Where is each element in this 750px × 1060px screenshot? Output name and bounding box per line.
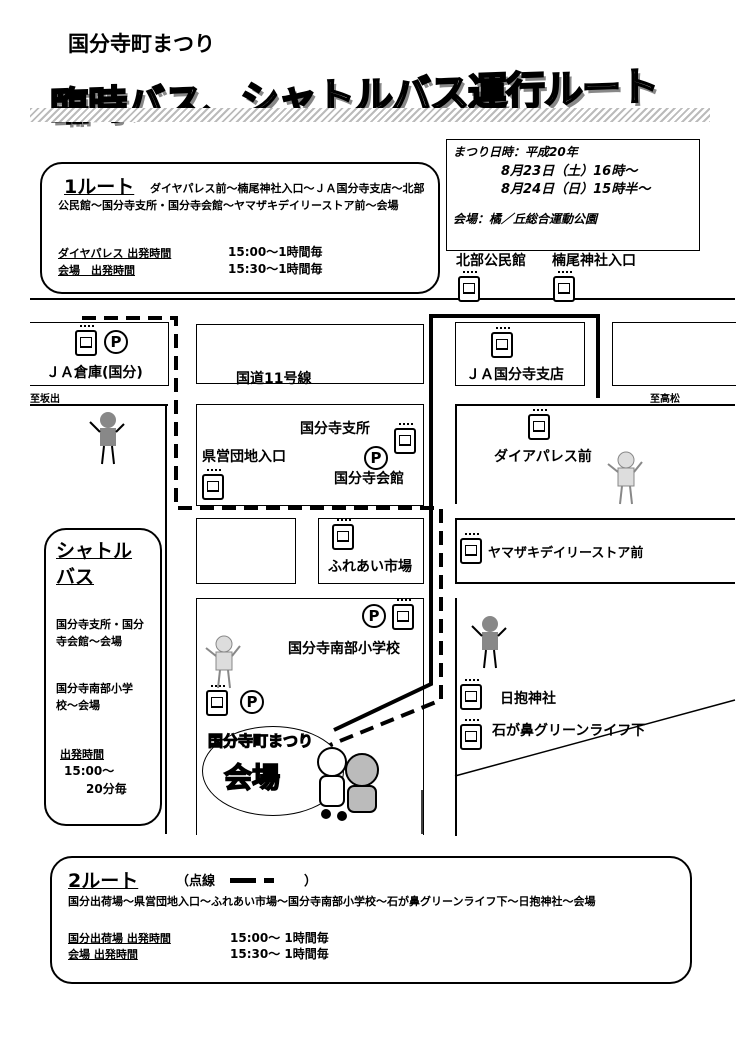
route1-dep2-label: 会場 出発時間 (58, 264, 135, 277)
road-diagonal (455, 776, 457, 836)
shuttle-box: シャトル バス 国分寺支所・国分寺会館～会場 国分寺南部小学校～会場 出発時間 … (44, 528, 162, 826)
route1-box: 1ルート ダイヤパレス前～楠尾神社入口～ＪＡ国分寺支店～北部公民館～国分寺支所・… (40, 162, 440, 294)
route1-dep2-time: 15:30～1時間毎 (228, 262, 323, 276)
route2-legend-dash-icon (264, 878, 274, 883)
route2-dep1-label: 国分出荷場 出発時間 (68, 932, 171, 945)
route2-stops: 国分出荷場～県営団地入口～ふれあい市場～国分寺南部小学校～石が鼻グリーンライフ下… (68, 895, 596, 908)
ja-warehouse-label: ＪＡ倉庫(国分) (46, 365, 143, 381)
bus-stop-icon (460, 719, 482, 750)
route11-label: 国道11号線 (236, 371, 312, 387)
shuttle-title-line1: シャトル (56, 540, 133, 562)
to-sakaide-label: 至坂出 (30, 394, 60, 405)
bus-stop-icon (458, 271, 480, 302)
bus-stop-icon (394, 423, 416, 454)
bus-stop-icon (491, 327, 513, 358)
mascot-figure-icon (89, 412, 125, 465)
route1-stops: ダイヤパレス前～楠尾神社入口～ＪＡ国分寺支店～北部公民館～国分寺支所・国分寺会館… (58, 182, 425, 212)
bus-stop-icon (528, 409, 550, 440)
title-ground-shadow (30, 108, 710, 122)
info-venue: 会場：橘／丘総合運動公園 (453, 212, 598, 226)
block-right-top (612, 322, 736, 386)
hokubu-label: 北部公民館 (456, 253, 526, 269)
bus-stop-icon (332, 519, 354, 550)
road-sakaide (30, 404, 168, 406)
shuttle-dep-time2: 20分毎 (86, 782, 127, 796)
branch-office-label: 国分寺支所 (300, 421, 370, 437)
road-hidaki (455, 598, 457, 776)
mascot-figure-icon (607, 451, 643, 505)
ja-branch-label: ＪＡ国分寺支店 (466, 367, 564, 383)
info-date2: 8月24日（日）15時半～ (501, 182, 651, 197)
fureai-label: ふれあい市場 (328, 559, 412, 575)
road-yamazaki-top (455, 518, 735, 520)
diapalace-label: ダイアパレス前 (494, 449, 592, 465)
road-diagonal-edge (454, 699, 736, 777)
venue-sub-label: 国分寺町まつり (207, 732, 314, 751)
kenei-label: 県営団地入口 (202, 449, 286, 465)
yamazaki-label: ヤマザキデイリーストア前 (488, 546, 644, 561)
kusuo-label: 楠尾神社入口 (552, 253, 636, 269)
bus-stop-icon (460, 679, 482, 710)
road-yamazaki-bottom (455, 582, 735, 584)
block-route11 (196, 324, 424, 384)
bus-stop-icon (75, 325, 97, 356)
route2-legend-end: ） (304, 874, 318, 889)
parking-icon: P (104, 330, 128, 354)
parking-icon: P (362, 604, 386, 628)
bus-stop-icon (206, 685, 228, 716)
shuttle-dep-time1: 15:00～ (64, 764, 115, 778)
road-right-vertical (455, 404, 457, 504)
shuttle-dep-label: 出発時間 (60, 748, 104, 761)
route2-title: 2ルート (68, 870, 139, 892)
hidaki-label: 日抱神社 (500, 691, 556, 707)
info-box: まつり日時：平成20年 8月23日（土）16時～ 8月24日（日）15時半～ 会… (446, 139, 700, 251)
route2-line (82, 316, 443, 747)
venue-label: 会場 (223, 760, 281, 795)
info-date1: 8月23日（土）16時～ (501, 164, 638, 179)
route2-legend-dash-icon (230, 878, 256, 883)
route2-dep2-label: 会場 出発時間 (68, 948, 138, 961)
block-empty (196, 518, 296, 584)
mascot-figure-icon (471, 616, 507, 669)
road-route11 (30, 298, 735, 300)
route1-title: 1ルート (64, 176, 135, 198)
nanbu-label: 国分寺南部小学校 (288, 641, 400, 657)
route2-dep2-time: 15:30～ 1時間毎 (230, 947, 329, 961)
festival-mascots-icon (317, 747, 379, 821)
mascot-figure-icon (205, 635, 241, 689)
shuttle-title-line2: バス (56, 566, 95, 588)
hall-label: 国分寺会館 (334, 471, 404, 487)
route1-dep1-label: ダイヤパレス 出発時間 (58, 247, 172, 260)
block-ja-branch (455, 322, 585, 386)
route1-line (333, 314, 600, 732)
ishigahana-label: 石が鼻グリーンライフ下 (492, 723, 646, 739)
parking-icon: P (240, 690, 264, 714)
parking-icon: P (364, 446, 388, 470)
road-left-vertical (165, 404, 167, 834)
bus-stop-icon (553, 271, 575, 302)
bus-stop-icon (460, 533, 482, 564)
road-takamatsu (455, 404, 735, 406)
bus-stop-icon (202, 469, 224, 500)
festival-name: 国分寺町まつり (68, 32, 215, 56)
route2-dep1-time: 15:00～ 1時間毎 (230, 931, 329, 945)
route2-legend: （点線 (176, 874, 216, 889)
shuttle-route-b: 国分寺南部小学校～会場 (56, 682, 133, 712)
road-yamazaki (455, 518, 457, 582)
route1-dep1-time: 15:00～1時間毎 (228, 245, 323, 259)
info-date-label: まつり日時：平成20年 (453, 145, 578, 159)
shuttle-route-a: 国分寺支所・国分寺会館～会場 (56, 618, 144, 648)
to-takamatsu-label: 至高松 (650, 394, 680, 405)
bus-stop-icon (392, 599, 414, 630)
block-ja-warehouse (30, 322, 169, 386)
route2-box: 2ルート （点線 ） 国分出荷場～県営団地入口～ふれあい市場～国分寺南部小学校～… (50, 856, 692, 984)
